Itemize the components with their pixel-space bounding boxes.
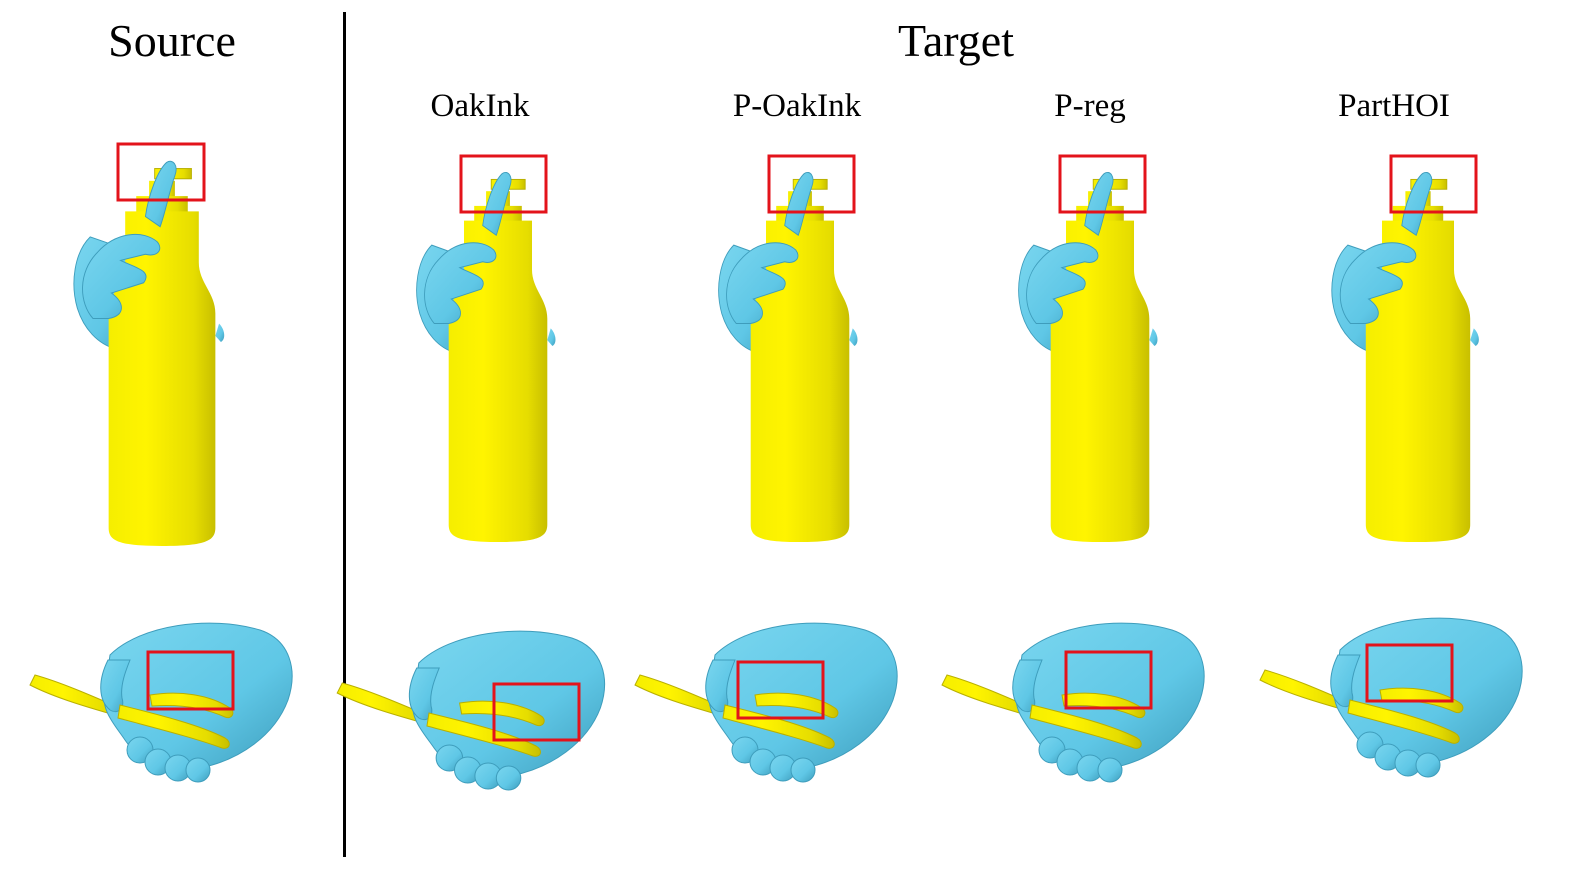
highlight-box-oakink-bottle <box>459 154 548 214</box>
parthoi-pliers-grasp <box>1259 617 1523 778</box>
oakink-bottle-grasp <box>416 171 556 543</box>
source-target-divider <box>343 12 346 857</box>
source-heading: Source <box>108 15 236 66</box>
highlight-box-parthoi-bottle <box>1389 154 1478 214</box>
parthoi-bottle-grasp <box>1331 171 1480 543</box>
method-label-p-oakink: P-OakInk <box>732 88 862 124</box>
source-pliers-grasp <box>29 622 293 783</box>
oakink-pliers-grasp <box>336 630 606 791</box>
p-oakink-bottle-grasp <box>718 171 858 543</box>
highlight-box-p-reg-pliers <box>1064 650 1153 710</box>
p-oakink-pliers-grasp <box>634 622 898 783</box>
target-heading: Target <box>898 15 1014 66</box>
method-label-p-reg: P-reg <box>1054 88 1126 124</box>
method-label-oakink: OakInk <box>430 88 530 124</box>
method-label-parthoi: PartHOI <box>1338 88 1450 124</box>
highlight-box-source-bottle <box>116 142 206 202</box>
p-reg-bottle-grasp <box>1018 171 1158 543</box>
p-reg-pliers-grasp <box>941 622 1205 783</box>
source-bottle-grasp <box>73 160 225 547</box>
highlight-box-oakink-pliers <box>492 682 581 742</box>
highlight-box-p-oakink-bottle <box>767 154 856 214</box>
highlight-box-p-reg-bottle <box>1058 154 1147 214</box>
highlight-box-source-pliers <box>146 650 235 711</box>
highlight-box-parthoi-pliers <box>1365 643 1454 703</box>
highlight-box-p-oakink-pliers <box>736 660 825 720</box>
